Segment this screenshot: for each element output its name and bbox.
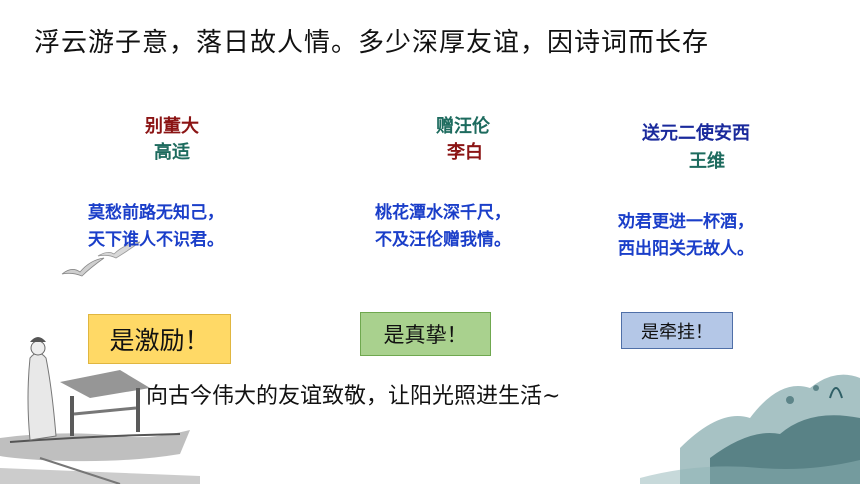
poem-line-1-2: 天下谁人不识君。 xyxy=(88,230,224,250)
poem-title-2: 赠汪伦 xyxy=(436,116,490,137)
boat-scholar-illustration xyxy=(0,337,200,484)
birds-icon xyxy=(61,241,141,277)
poem-line-2-2: 不及汪伦赠我情。 xyxy=(375,230,511,250)
poem-author-3: 王维 xyxy=(689,151,725,172)
poem-author-1: 高适 xyxy=(154,142,190,163)
poem-line-3-1: 劝君更进一杯酒， xyxy=(618,212,754,232)
poem-line-3-2: 西出阳关无故人。 xyxy=(618,239,754,259)
mountains-illustration xyxy=(640,374,860,484)
poem-title-3: 送元二使安西 xyxy=(642,123,750,144)
tag-longing: 是牵挂！ xyxy=(621,312,733,349)
poem-author-2: 李白 xyxy=(447,142,483,163)
poem-line-2-1: 桃花潭水深千尺， xyxy=(375,203,511,223)
poem-title-1: 别董大 xyxy=(145,116,199,137)
tag-encouragement: 是激励！ xyxy=(88,314,231,364)
poem-line-1-1: 莫愁前路无知己， xyxy=(88,203,224,223)
footer-text: 向古今伟大的友谊致敬，让阳光照进生活~ xyxy=(146,384,561,409)
tag-sincerity: 是真挚！ xyxy=(360,312,491,356)
page-title: 浮云游子意，落日故人情。多少深厚友谊，因诗词而长存 xyxy=(34,28,710,58)
